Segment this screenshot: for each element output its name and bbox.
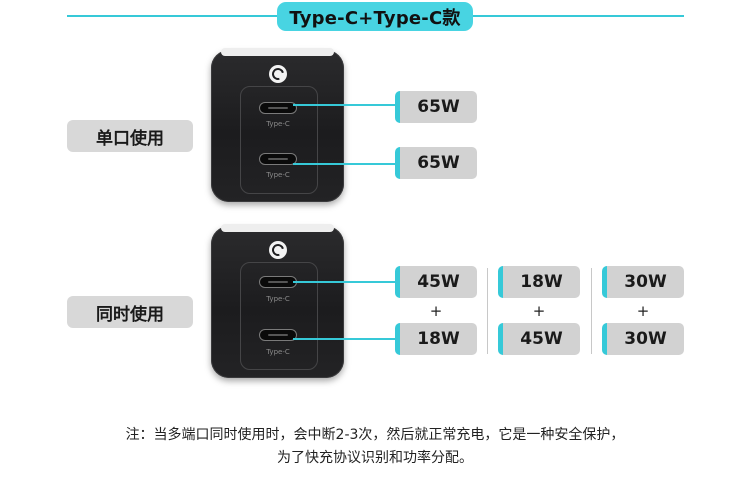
usb-c-port-bottom: [259, 153, 297, 165]
leader-line: [293, 281, 395, 283]
combo-3-plus: +: [636, 302, 650, 320]
port-label-bottom: Type-C: [266, 171, 290, 179]
single-top-wattage: 65W: [395, 91, 477, 123]
footnote-line-1: 注：当多端口同时使用时，会中断2-3次，然后就正常充电，它是一种安全保护，: [125, 427, 625, 443]
header-line-right: [473, 15, 684, 17]
usb-c-port-top: [259, 276, 297, 288]
combo-3-bottom-wattage: 30W: [602, 323, 684, 355]
combo-2-top-wattage: 18W: [498, 266, 580, 298]
combo-divider: [591, 268, 592, 354]
combo-divider: [487, 268, 488, 354]
combo-1-plus: +: [429, 302, 443, 320]
brand-logo-icon: [269, 65, 287, 83]
single-port-label: 单口使用: [67, 120, 193, 152]
port-label-top: Type-C: [266, 295, 290, 303]
leader-line: [293, 104, 395, 106]
header-title: Type-C+Type-C款: [277, 2, 473, 31]
header-line-left: [67, 15, 277, 17]
leader-line: [293, 338, 395, 340]
simultaneous-label: 同时使用: [67, 296, 193, 328]
usb-c-port-top: [259, 102, 297, 114]
brand-logo-icon: [269, 241, 287, 259]
combo-2-bottom-wattage: 45W: [498, 323, 580, 355]
charger-image-single: Type-C Type-C: [211, 48, 344, 202]
charger-image-simultaneous: Type-C Type-C: [211, 224, 344, 378]
combo-1-bottom-wattage: 18W: [395, 323, 477, 355]
combo-3-top-wattage: 30W: [602, 266, 684, 298]
charger-prongs: [221, 224, 334, 232]
port-label-bottom: Type-C: [266, 348, 290, 356]
combo-2-plus: +: [532, 302, 546, 320]
charger-prongs: [221, 48, 334, 56]
combo-1-top-wattage: 45W: [395, 266, 477, 298]
single-bottom-wattage: 65W: [395, 147, 477, 179]
charger-port-panel: [240, 262, 318, 370]
port-label-top: Type-C: [266, 120, 290, 128]
usb-c-port-bottom: [259, 329, 297, 341]
leader-line: [293, 163, 395, 165]
footnote-line-2: 为了快充协议识别和功率分配。: [277, 450, 473, 466]
charger-port-panel: [240, 86, 318, 194]
